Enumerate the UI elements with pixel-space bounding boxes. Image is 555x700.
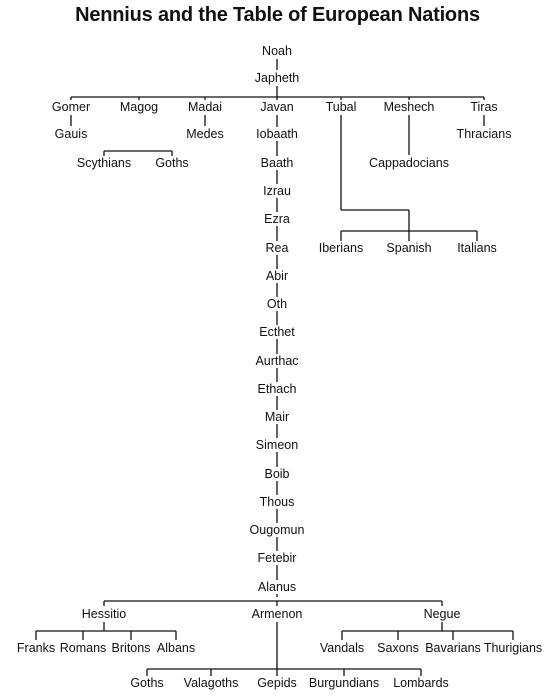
node-mair: Mair	[262, 410, 292, 424]
node-hessitio: Hessitio	[79, 607, 129, 621]
node-ecthet: Ecthet	[257, 325, 297, 339]
node-boib: Boib	[262, 467, 292, 481]
node-aurthac: Aurthac	[253, 354, 301, 368]
node-ougomun: Ougomun	[247, 523, 307, 537]
node-bavarians: Bavarians	[423, 641, 483, 655]
node-goths-armenon: Goths	[128, 676, 166, 690]
node-ethach: Ethach	[255, 382, 299, 396]
node-gepids: Gepids	[255, 676, 299, 690]
node-goths-magog: Goths	[153, 156, 191, 170]
node-abir: Abir	[263, 269, 291, 283]
node-iobaath: Iobaath	[254, 127, 300, 141]
diagram-title: Nennius and the Table of European Nation…	[75, 4, 480, 26]
node-thurigians: Thurigians	[481, 641, 545, 655]
node-izrau: Izrau	[261, 184, 293, 198]
node-gomer: Gomer	[49, 100, 93, 114]
node-lombards: Lombards	[391, 676, 451, 690]
node-cappadocians: Cappadocians	[367, 156, 451, 170]
node-albans: Albans	[154, 641, 198, 655]
node-magog: Magog	[117, 100, 161, 114]
node-armenon: Armenon	[249, 607, 305, 621]
node-thracians: Thracians	[454, 127, 514, 141]
node-burgundians: Burgundians	[306, 676, 382, 690]
node-alanus: Alanus	[255, 580, 299, 594]
node-japheth: Japheth	[252, 71, 302, 85]
node-ezra: Ezra	[262, 212, 292, 226]
node-valagoths: Valagoths	[181, 676, 241, 690]
node-italians: Italians	[455, 241, 499, 255]
node-simeon: Simeon	[253, 438, 301, 452]
node-scythians: Scythians	[74, 156, 134, 170]
node-fetebir: Fetebir	[255, 551, 299, 565]
node-tiras: Tiras	[468, 100, 500, 114]
node-gauis: Gauis	[52, 127, 90, 141]
node-britons: Britons	[109, 641, 153, 655]
node-negue: Negue	[421, 607, 463, 621]
node-romans: Romans	[57, 641, 109, 655]
node-javan: Javan	[258, 100, 296, 114]
node-thous: Thous	[257, 495, 297, 509]
node-franks: Franks	[14, 641, 58, 655]
node-saxons: Saxons	[375, 641, 421, 655]
node-medes: Medes	[184, 127, 226, 141]
node-madai: Madai	[185, 100, 225, 114]
node-tubal: Tubal	[323, 100, 359, 114]
node-baath: Baath	[258, 156, 296, 170]
node-oth: Oth	[264, 297, 290, 311]
node-noah: Noah	[260, 44, 294, 58]
node-vandals: Vandals	[317, 641, 367, 655]
node-rea: Rea	[263, 241, 291, 255]
node-iberians: Iberians	[316, 241, 366, 255]
node-spanish: Spanish	[384, 241, 434, 255]
node-meshech: Meshech	[381, 100, 437, 114]
